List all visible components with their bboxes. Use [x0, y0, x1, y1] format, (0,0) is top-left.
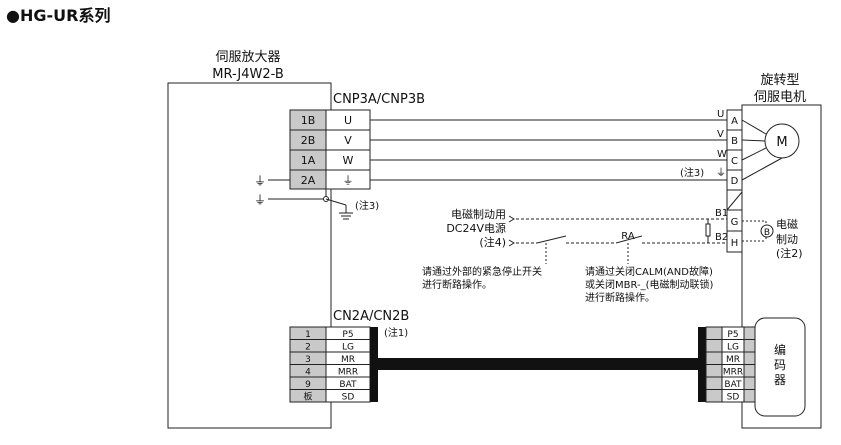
power-sig-w: W: [343, 154, 354, 167]
terminal-c: C: [731, 156, 738, 167]
terminal-a: A: [731, 116, 738, 127]
wire-label-v: V: [717, 129, 724, 140]
power-pin-2a: 2A: [301, 174, 316, 187]
power-connector-header: CNP3A/CNP3B: [333, 92, 425, 107]
right-note-2: 或关闭MBR-_(电磁制动联锁): [585, 278, 714, 291]
brake-supply-2: DC24V电源: [446, 221, 506, 235]
amp-name: 伺服放大器: [215, 50, 280, 65]
encoder-connector-left: 1 2 3 4 9 板 P5 LG MR MRR BAT SD: [289, 326, 371, 403]
terminal-g: G: [731, 217, 739, 228]
ground-symbol-right: ⏚: [716, 167, 726, 179]
enc-pin-2: 2: [305, 343, 311, 353]
brake-wiring: [508, 215, 727, 264]
encoder-char-3: 器: [774, 373, 786, 387]
cable-end-left: [370, 327, 378, 402]
enc-sig-mr: MR: [341, 355, 355, 365]
encoder-char-1: 编: [774, 342, 786, 357]
motor-box: [741, 104, 822, 429]
motor-terminal-block: A B C D: [726, 109, 743, 191]
encoder-cable: [378, 358, 698, 370]
enc-sig-bat: BAT: [339, 380, 357, 390]
enc-pin-4: 4: [305, 368, 311, 378]
enc-sig-mrr: MRR: [338, 368, 358, 378]
left-note-2: 进行断路操作。: [422, 278, 492, 291]
note3-right: (注3): [680, 166, 704, 179]
motor-title-1: 旋转型: [760, 73, 799, 88]
power-pin-1a: 1A: [301, 154, 316, 167]
brake-terminal-block: G H B: [726, 189, 774, 253]
encoder-connector-header: CN2A/CN2B: [333, 309, 409, 324]
terminal-b: B: [731, 136, 738, 147]
note1: (注1): [384, 326, 408, 339]
amp-model: MR-J4W2-B: [212, 67, 284, 82]
enc-pin-shell: 板: [303, 391, 312, 403]
brake-symbol: B: [764, 228, 770, 238]
brake-supply-1: 电磁制动用: [451, 208, 506, 221]
encoder-connector-right: P5 LG MR MRR BAT SD: [705, 326, 761, 403]
enc-pin-9: 9: [305, 380, 311, 390]
ground-symbol-left-1: ⏚: [254, 174, 266, 188]
terminal-d: D: [731, 176, 739, 187]
enc-sig-sd: SD: [342, 393, 355, 403]
note3-left: (注3): [355, 199, 379, 212]
power-connector: 1B 2B 1A 2A U V W ⏚: [289, 109, 371, 190]
brake-b2: B2: [715, 232, 728, 243]
motor-enc-bat: BAT: [724, 380, 742, 390]
power-sig-v: V: [344, 134, 352, 147]
note2: (注2): [776, 246, 803, 260]
brake-label-1: 电磁: [776, 218, 798, 231]
enc-sig-p5: P5: [342, 330, 353, 340]
cable-end-right: [698, 327, 706, 402]
right-note-3: 进行断路操作。: [585, 291, 655, 304]
brake-b1: B1: [715, 208, 728, 219]
wire-label-u: U: [717, 109, 724, 120]
power-sig-u: U: [344, 114, 352, 127]
motor-enc-lg: LG: [727, 343, 739, 353]
motor-enc-p5: P5: [727, 330, 738, 340]
motor-enc-sd: SD: [727, 393, 740, 403]
amp-box: [167, 82, 332, 429]
encoder-char-2: 码: [774, 358, 786, 372]
power-pin-2b: 2B: [301, 134, 316, 147]
motor-symbol: M: [741, 119, 800, 181]
enc-sig-lg: LG: [342, 343, 354, 353]
ground-wiring: [268, 179, 353, 220]
terminal-h: H: [731, 238, 739, 249]
enc-pin-3: 3: [305, 355, 311, 365]
encoder-box: [754, 317, 806, 417]
motor-enc-mr: MR: [726, 355, 740, 365]
relay-ra: RA: [621, 231, 635, 242]
ground-symbol-left-2: ⏚: [254, 193, 266, 207]
power-sig-pe: ⏚: [343, 174, 354, 187]
brake-label-2: 制动: [776, 233, 798, 246]
motor-title-2: 伺服电机: [754, 90, 806, 105]
heading: ●HG-UR系列: [6, 6, 110, 25]
motor-enc-mrr: MRR: [723, 368, 743, 378]
right-note-1: 请通过关闭CALM(AND故障): [585, 265, 713, 278]
left-note-1: 请通过外部的紧急停止开关: [422, 265, 542, 278]
svg-text:M: M: [776, 135, 787, 150]
wire-label-w: W: [717, 149, 727, 160]
note4: (注4): [479, 235, 506, 249]
enc-pin-1: 1: [305, 330, 311, 340]
power-pin-1b: 1B: [301, 114, 316, 127]
